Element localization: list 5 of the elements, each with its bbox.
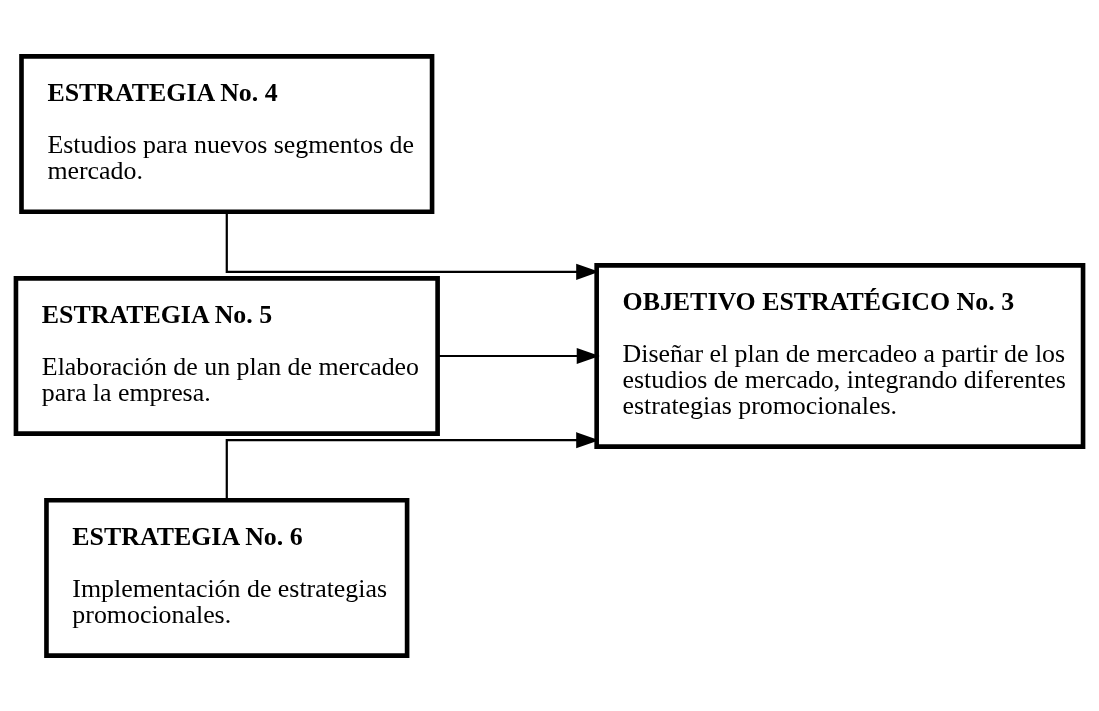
node-box: ESTRATEGIA No. 6 Implementación de estrategias promocionales.	[44, 497, 410, 658]
node-box: OBJETIVO ESTRATÉGICO No. 3 Diseñar el plan de mercadeo a partir de los estudios de mercado, integrando diferentes estrategias promocionales.	[594, 262, 1086, 449]
node-box: ESTRATEGIA No. 5 Elaboración de un plan de mercadeo para la empresa.	[13, 275, 440, 436]
arrow	[437, 347, 600, 364]
node-box: ESTRATEGIA No. 4 Estudios para nuevos segmentos de mercado.	[19, 53, 435, 214]
